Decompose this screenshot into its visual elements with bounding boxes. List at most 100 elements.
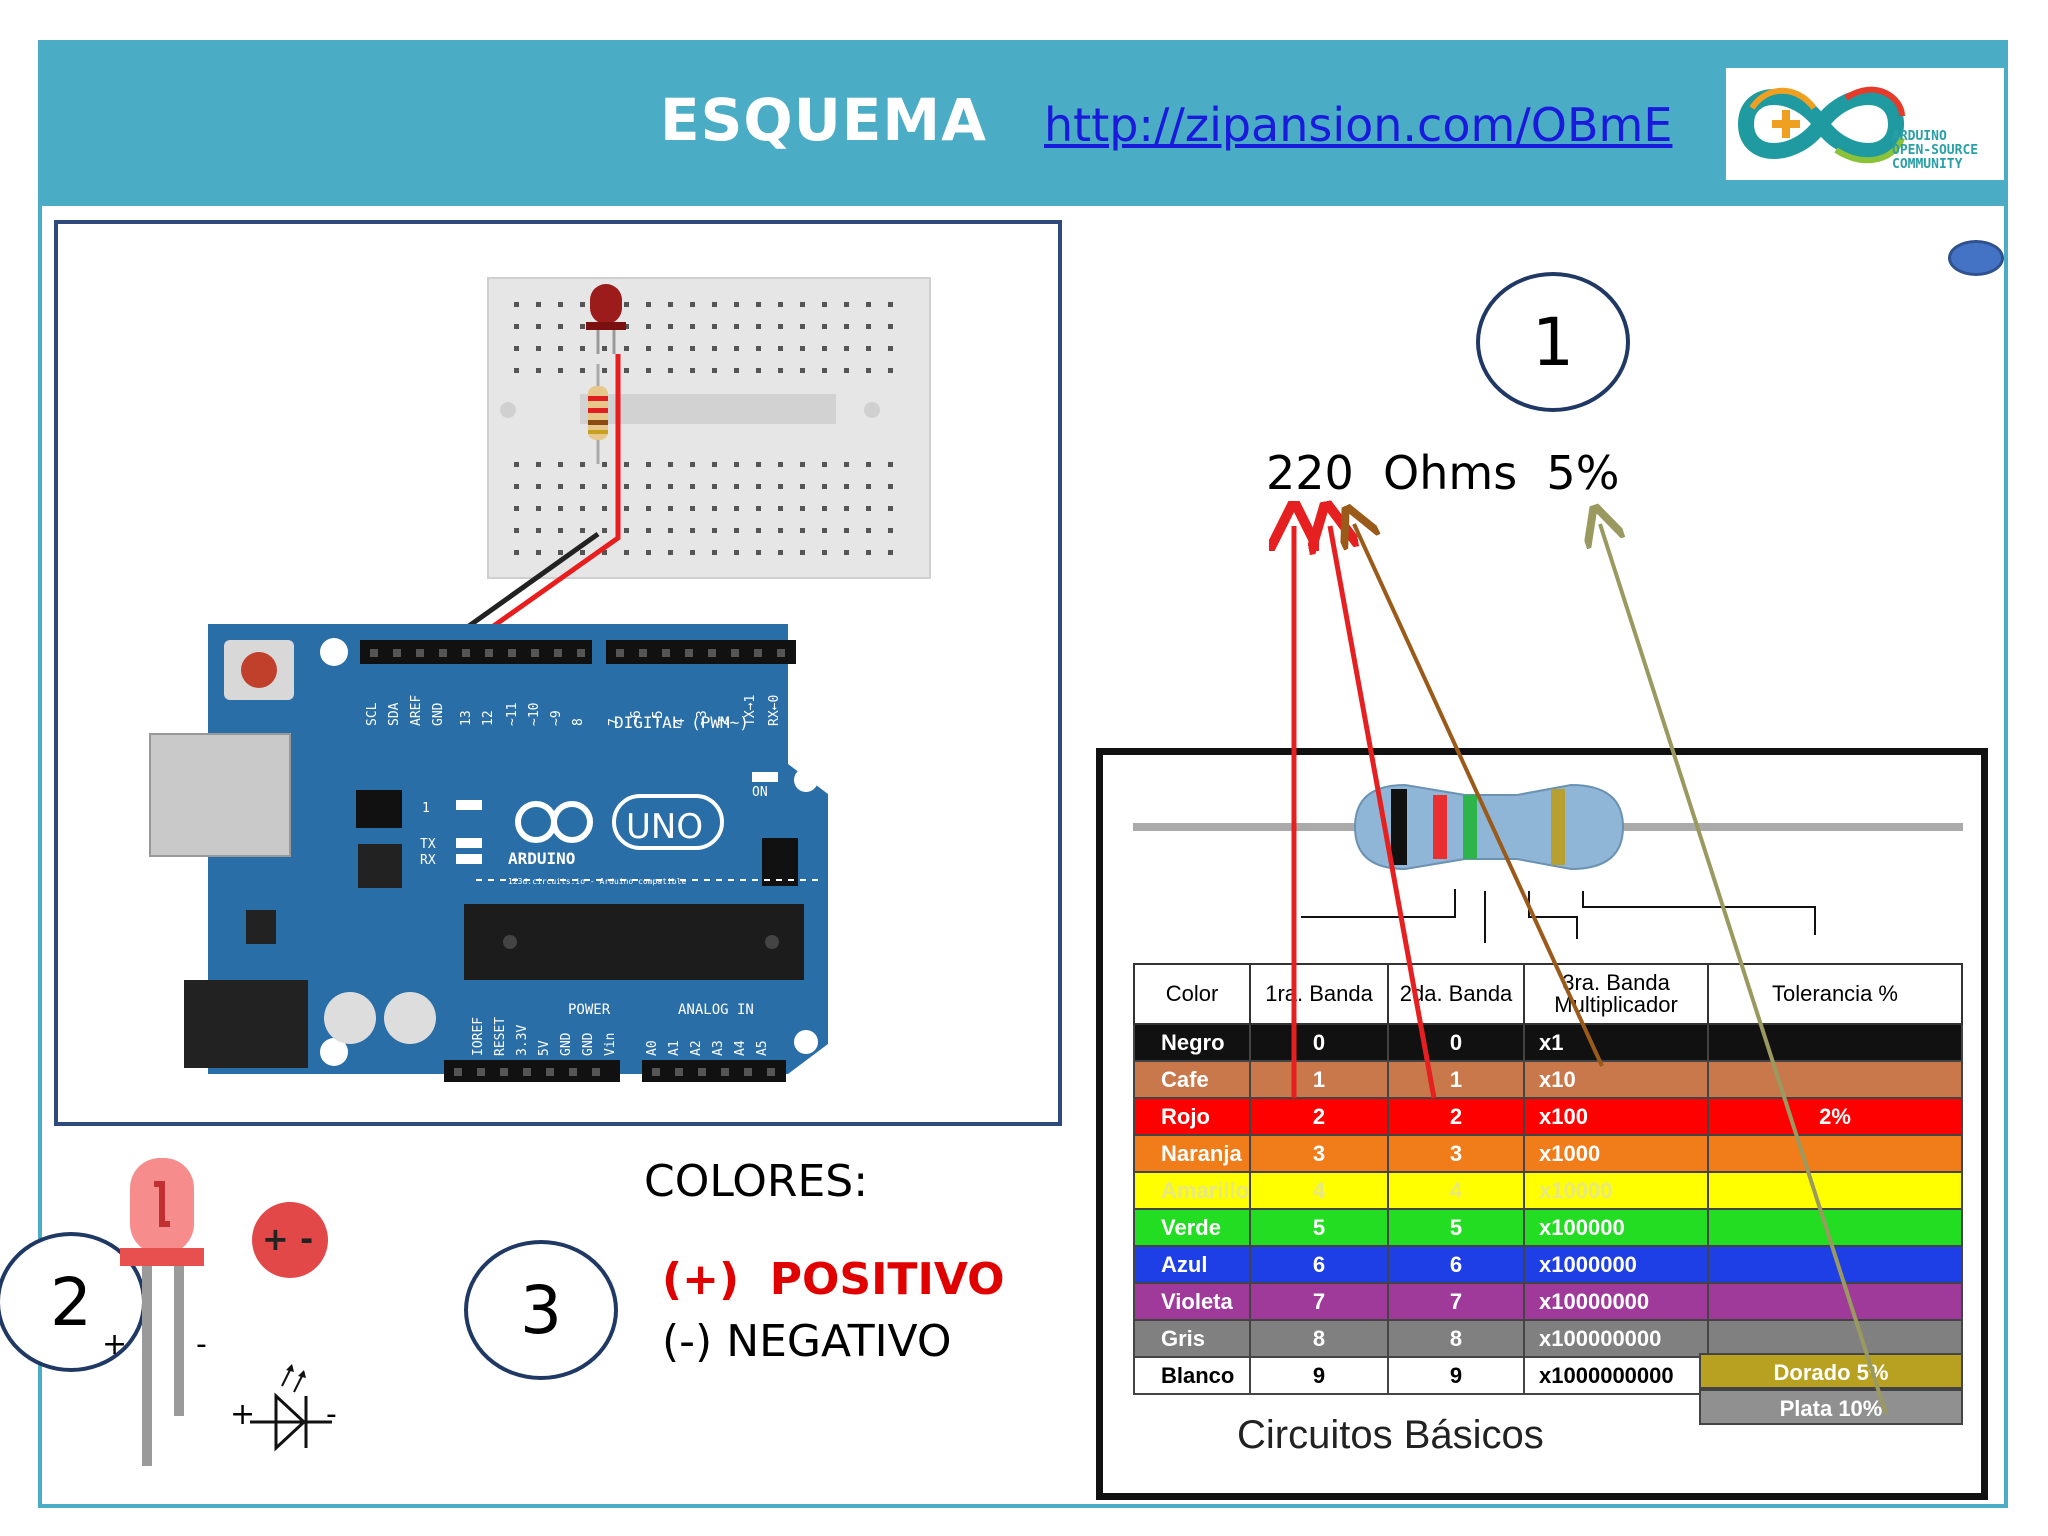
color-name-cell: Verde: [1132, 1208, 1252, 1247]
color-name-cell: Rojo: [1132, 1097, 1252, 1136]
band-1-cell: 6: [1249, 1245, 1390, 1284]
band-2-cell: 6: [1387, 1245, 1526, 1284]
page-title: ESQUEMA: [660, 86, 988, 154]
breadboard: [487, 277, 931, 579]
pin-label: ~6: [629, 710, 644, 726]
pin-label: A3: [711, 1040, 726, 1056]
pin-label: 3.3V: [515, 1025, 530, 1056]
band-2-cell: 2: [1387, 1097, 1526, 1136]
symbol-minus-label: -: [326, 1397, 337, 1432]
infinity-logo-icon: [1737, 86, 1905, 164]
usb-port: [149, 733, 291, 857]
table-header-row: Color 1ra. Banda 2da. Banda 3ra. Banda M…: [1132, 963, 1963, 1025]
pin-label: GND: [559, 1032, 574, 1056]
tolerance-gold: Dorado 5%: [1699, 1353, 1963, 1389]
pin-label: ~3: [695, 710, 710, 726]
band-2-cell: 3: [1387, 1134, 1526, 1173]
led-diagram: + - + - + -: [102, 1158, 337, 1466]
band-1-cell: 3: [1249, 1134, 1390, 1173]
colors-title: COLORES:: [644, 1156, 869, 1207]
multiplier-cell: x10000000: [1523, 1282, 1710, 1321]
multiplier-cell: x1000000: [1523, 1245, 1710, 1284]
multiplier-cell: x1000000000: [1523, 1356, 1710, 1395]
band-1-cell: 2: [1249, 1097, 1390, 1136]
l-led-label: 1: [422, 801, 430, 816]
pin-label: A4: [733, 1040, 748, 1056]
multiplier-cell: x1: [1523, 1023, 1710, 1062]
pin-label: Vin: [603, 1033, 618, 1056]
pin-label: 4: [673, 718, 688, 726]
tolerance-cell: [1707, 1134, 1963, 1173]
band-2-cell: 5: [1387, 1208, 1526, 1247]
tolerance-cell: [1707, 1245, 1963, 1284]
pin-label: ~9: [549, 710, 564, 726]
pin-label: 5V: [537, 1040, 552, 1056]
tolerance-cell: [1707, 1060, 1963, 1099]
header-band-1: 1ra. Banda: [1249, 963, 1390, 1025]
positive-label: (+) POSITIVO: [662, 1254, 1005, 1305]
color-name-cell: Violeta: [1132, 1282, 1252, 1321]
tolerance-cell: [1707, 1208, 1963, 1247]
circuitos-basicos-caption: Circuitos Básicos: [1237, 1413, 1544, 1457]
band-1-cell: 7: [1249, 1282, 1390, 1321]
pin-label: RX←0: [767, 695, 782, 726]
schematic-panel: DIGITAL (PWM~) UNO ARDUINO ON 1 TX RX 12…: [54, 220, 1062, 1126]
pin-label: 2: [717, 718, 732, 726]
microcontroller-chip: [464, 904, 804, 980]
zipansion-link[interactable]: http://zipansion.com/OBmE: [1044, 98, 1673, 152]
pin-label: A2: [689, 1040, 704, 1056]
band-2-cell: 7: [1387, 1282, 1526, 1321]
pin-label: 12: [481, 710, 496, 726]
arduino-community-logo: ARDUINO OPEN-SOURCE COMMUNITY: [1726, 68, 2004, 180]
band-1-cell: 8: [1249, 1319, 1390, 1358]
tolerance-cell: [1707, 1319, 1963, 1358]
tolerance-cell: 2%: [1707, 1097, 1963, 1136]
color-name-cell: Azul: [1132, 1245, 1252, 1284]
header-band-2: 2da. Banda: [1387, 963, 1526, 1025]
multiplier-cell: x1000: [1523, 1134, 1710, 1173]
pin-label: 8: [571, 718, 586, 726]
led-component: [590, 284, 622, 324]
polarity-badge-label: + -: [262, 1220, 313, 1258]
power-label: POWER: [568, 1002, 611, 1018]
band-2-cell: 1: [1387, 1060, 1526, 1099]
multiplier-cell: x10000: [1523, 1171, 1710, 1210]
pin-label: ~5: [651, 710, 666, 726]
multiplier-cell: x100000000: [1523, 1319, 1710, 1358]
color-name-cell: Blanco: [1132, 1356, 1252, 1395]
resistor-picture: [1133, 783, 1963, 943]
negative-label: (-) NEGATIVO: [662, 1316, 952, 1367]
multiplier-cell: x100000: [1523, 1208, 1710, 1247]
resistor-value-label: 220 Ohms 5%: [1266, 446, 1620, 500]
multiplier-cell: x100: [1523, 1097, 1710, 1136]
band-1-cell: 0: [1249, 1023, 1390, 1062]
logo-line: COMMUNITY: [1892, 157, 1963, 172]
pin-label: ~11: [505, 703, 520, 726]
band-2-cell: 8: [1387, 1319, 1526, 1358]
power-jack: [184, 980, 308, 1068]
symbol-plus-label: +: [230, 1397, 255, 1432]
digital-pwm-label: DIGITAL (PWM~): [614, 713, 749, 732]
pin-label: TX→1: [743, 695, 758, 726]
color-code-table: Color 1ra. Banda 2da. Banda 3ra. Banda M…: [1132, 963, 1963, 1395]
logo-caption: ARDUINO OPEN-SOURCE COMMUNITY: [1892, 130, 1978, 172]
marker-circle-1: 1: [1476, 272, 1630, 412]
pin-label: A0: [645, 1040, 660, 1056]
header-color: Color: [1132, 963, 1252, 1025]
color-name-cell: Negro: [1132, 1023, 1252, 1062]
header-tolerance: Tolerancia %: [1707, 963, 1963, 1025]
pin-label: IOREF: [471, 1017, 486, 1056]
pin-label: AREF: [409, 695, 424, 726]
arduino-breadboard-illustration: DIGITAL (PWM~) UNO ARDUINO ON 1 TX RX 12…: [149, 277, 931, 1082]
band-2-cell: 0: [1387, 1023, 1526, 1062]
slide-frame: [38, 40, 2008, 1508]
led-plus-label: +: [102, 1327, 127, 1362]
led-minus-label: -: [196, 1327, 207, 1362]
